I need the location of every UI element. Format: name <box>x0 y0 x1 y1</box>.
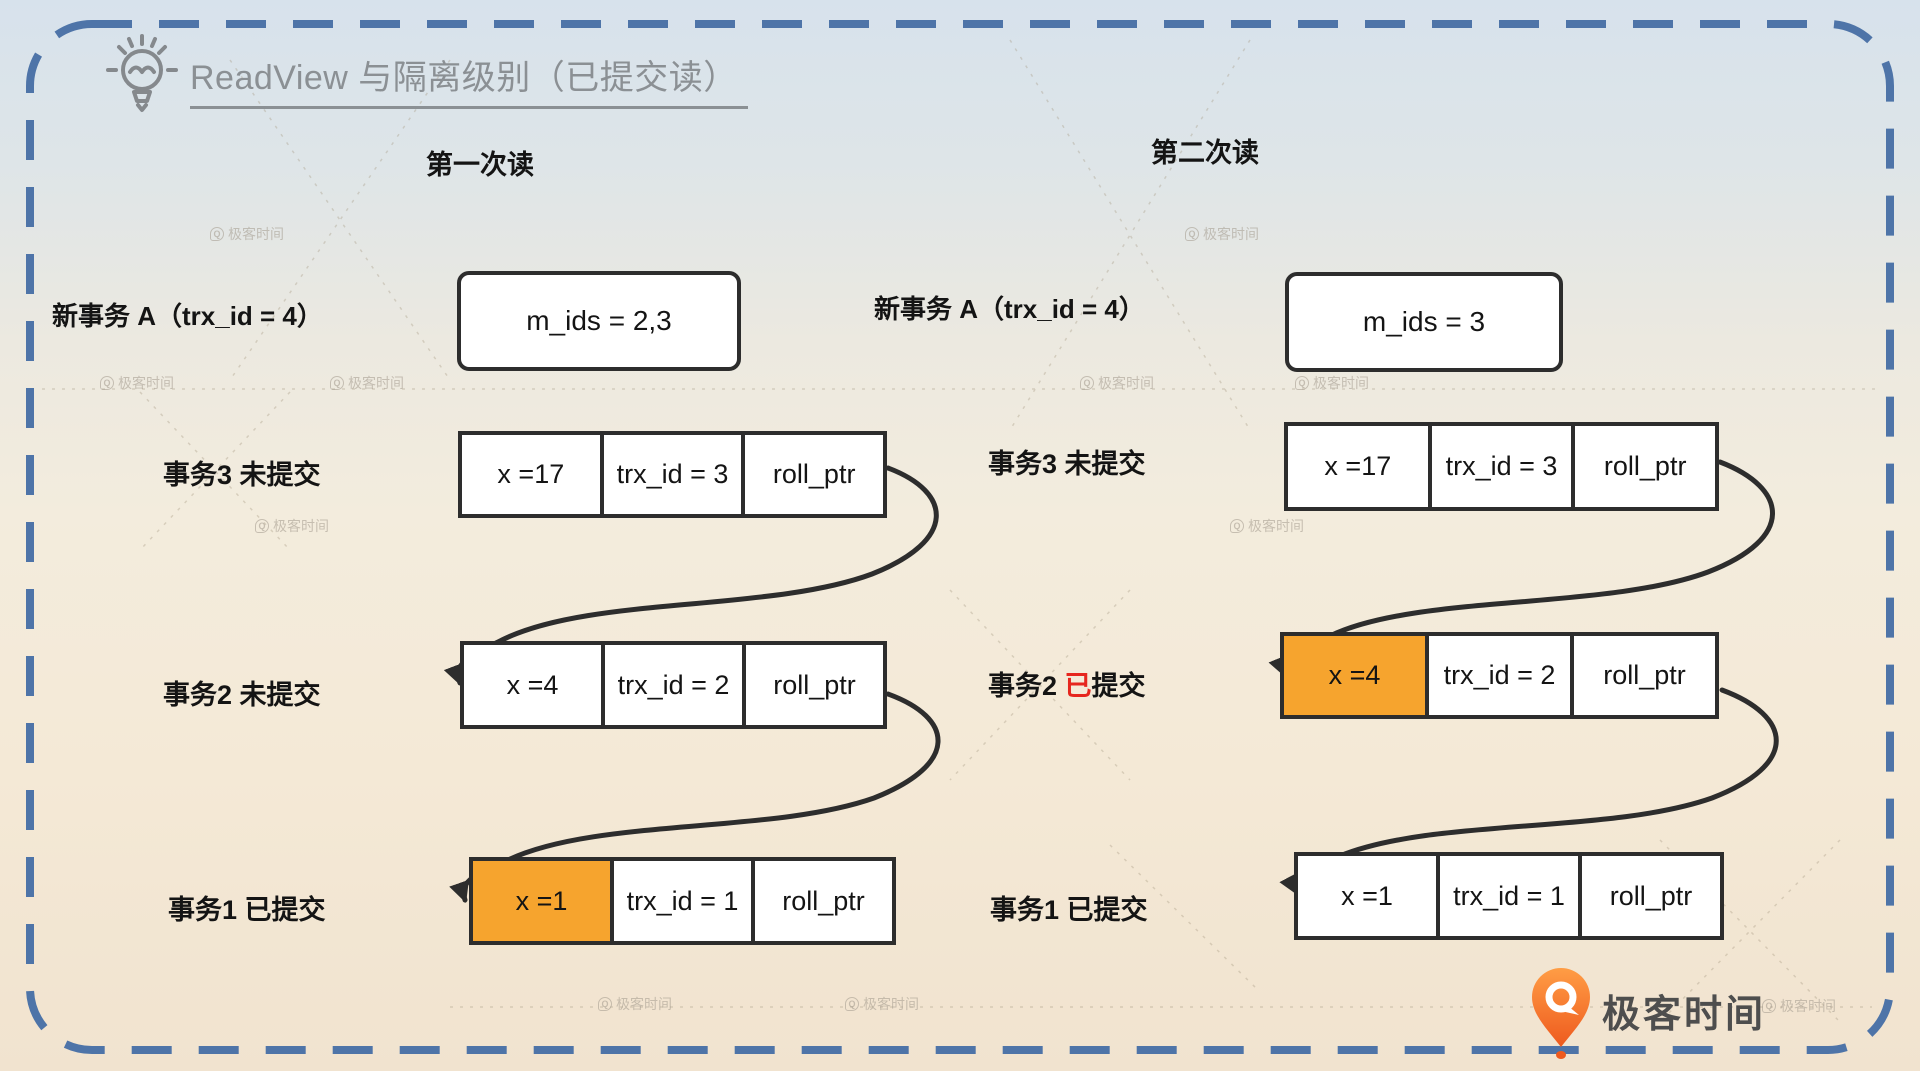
new-trx-label-left: 新事务 A（trx_id = 4） <box>52 301 323 331</box>
new-trx-label-right: 新事务 A（trx_id = 4） <box>874 294 1145 324</box>
watermark-text: 极客时间 <box>863 996 919 1012</box>
column-header-first-read: 第一次读 <box>426 150 534 180</box>
cell-roll-ptr: roll_ptr <box>1603 451 1687 481</box>
version-row-right-trx1: x =1 trx_id = 1 roll_ptr <box>1294 852 1724 940</box>
watermark-text: 极客时间 <box>1098 375 1154 391</box>
watermark-pin-icon: Q <box>210 227 224 241</box>
watermark-pin-icon: Q <box>845 997 859 1011</box>
cell-value: x =1 <box>1298 856 1440 936</box>
watermark-text: 极客时间 <box>616 996 672 1012</box>
row-label-right-trx2-committed-red: 已 <box>1064 671 1092 701</box>
cell-trx-id: trx_id = 3 <box>604 435 746 514</box>
cell-value: x =17 <box>1288 426 1432 507</box>
cell-roll-ptr: roll_ptr <box>1603 660 1686 690</box>
readview-box-left: m_ids = 2,3 <box>457 271 741 371</box>
watermark: Q 极客时间 <box>210 224 284 244</box>
watermark: Q 极客时间 <box>1295 373 1369 393</box>
watermark-text: 极客时间 <box>273 518 329 534</box>
watermark-text: 极客时间 <box>1313 375 1369 391</box>
row-label-left-trx2: 事务2 未提交 <box>163 680 321 710</box>
watermark: Q 极客时间 <box>1762 996 1836 1016</box>
version-row-left-trx1: x =1 trx_id = 1 roll_ptr <box>469 857 896 945</box>
cell-trx-id: trx_id = 3 <box>1432 426 1576 507</box>
watermark-pin-icon: Q <box>330 376 344 390</box>
version-row-left-trx3: x =17 trx_id = 3 roll_ptr <box>458 431 887 518</box>
cell-value: x =17 <box>462 435 604 514</box>
cell-roll-ptr: roll_ptr <box>773 669 856 700</box>
version-row-right-trx2: x =4 trx_id = 2 roll_ptr <box>1280 632 1719 719</box>
watermark-pin-icon: Q <box>1295 376 1309 390</box>
cell-trx-id: trx_id = 2 <box>605 645 746 725</box>
row-label-left-trx1: 事务1 已提交 <box>168 895 326 925</box>
watermark: Q 极客时间 <box>255 516 329 536</box>
row-label-right-trx1: 事务1 已提交 <box>990 895 1148 925</box>
watermark: Q 极客时间 <box>100 373 174 393</box>
version-row-right-trx3: x =17 trx_id = 3 roll_ptr <box>1284 422 1719 511</box>
watermark-text: 极客时间 <box>228 226 284 242</box>
cell-roll-ptr: roll_ptr <box>1609 880 1693 911</box>
row-label-left-trx3: 事务3 未提交 <box>163 460 321 490</box>
cell-value-highlighted: x =4 <box>1284 636 1429 715</box>
cell-roll-ptr: roll_ptr <box>782 885 865 916</box>
watermark: Q 极客时间 <box>330 373 404 393</box>
watermark: Q 极客时间 <box>1230 516 1304 536</box>
watermark: Q 极客时间 <box>598 994 672 1014</box>
watermark-pin-icon: Q <box>1185 227 1199 241</box>
geektime-logo-text: 极客时间 <box>1602 994 1767 1036</box>
watermark-text: 极客时间 <box>1248 518 1304 534</box>
watermark-pin-icon: Q <box>255 519 269 533</box>
column-header-second-read: 第二次读 <box>1151 138 1259 168</box>
cell-value: x =4 <box>464 645 605 725</box>
row-label-right-trx2: 事务2 已提交 <box>988 664 1146 703</box>
watermark-text: 极客时间 <box>1203 226 1259 242</box>
dashed-border <box>26 20 1894 1054</box>
cell-trx-id: trx_id = 1 <box>1440 856 1582 936</box>
geektime-logo-pin <box>1532 968 1590 1059</box>
watermark: Q 极客时间 <box>1185 224 1259 244</box>
watermark-text: 极客时间 <box>348 375 404 391</box>
watermark-pin-icon: Q <box>1230 519 1244 533</box>
watermark: Q 极客时间 <box>1080 373 1154 393</box>
watermark-pin-icon: Q <box>1762 999 1776 1013</box>
cell-roll-ptr: roll_ptr <box>772 459 856 489</box>
cell-trx-id: trx_id = 1 <box>614 861 755 941</box>
watermark-pin-icon: Q <box>598 997 612 1011</box>
row-label-right-trx3: 事务3 未提交 <box>988 449 1146 479</box>
row-label-right-trx2-pre: 事务2 <box>988 671 1065 701</box>
readview-box-right: m_ids = 3 <box>1285 272 1563 372</box>
row-label-right-trx2-post: 提交 <box>1091 671 1146 701</box>
lightbulb-icon <box>106 34 178 112</box>
watermark-pin-icon: Q <box>100 376 114 390</box>
watermark-text: 极客时间 <box>118 375 174 391</box>
cell-trx-id: trx_id = 2 <box>1429 636 1574 715</box>
version-row-left-trx2: x =4 trx_id = 2 roll_ptr <box>460 641 887 729</box>
cell-value-highlighted: x =1 <box>473 861 614 941</box>
watermark-text: 极客时间 <box>1780 998 1836 1014</box>
watermark-pin-icon: Q <box>1080 376 1094 390</box>
diagram-title: ReadView 与隔离级别（已提交读） <box>190 50 748 109</box>
watermark: Q 极客时间 <box>845 994 919 1014</box>
